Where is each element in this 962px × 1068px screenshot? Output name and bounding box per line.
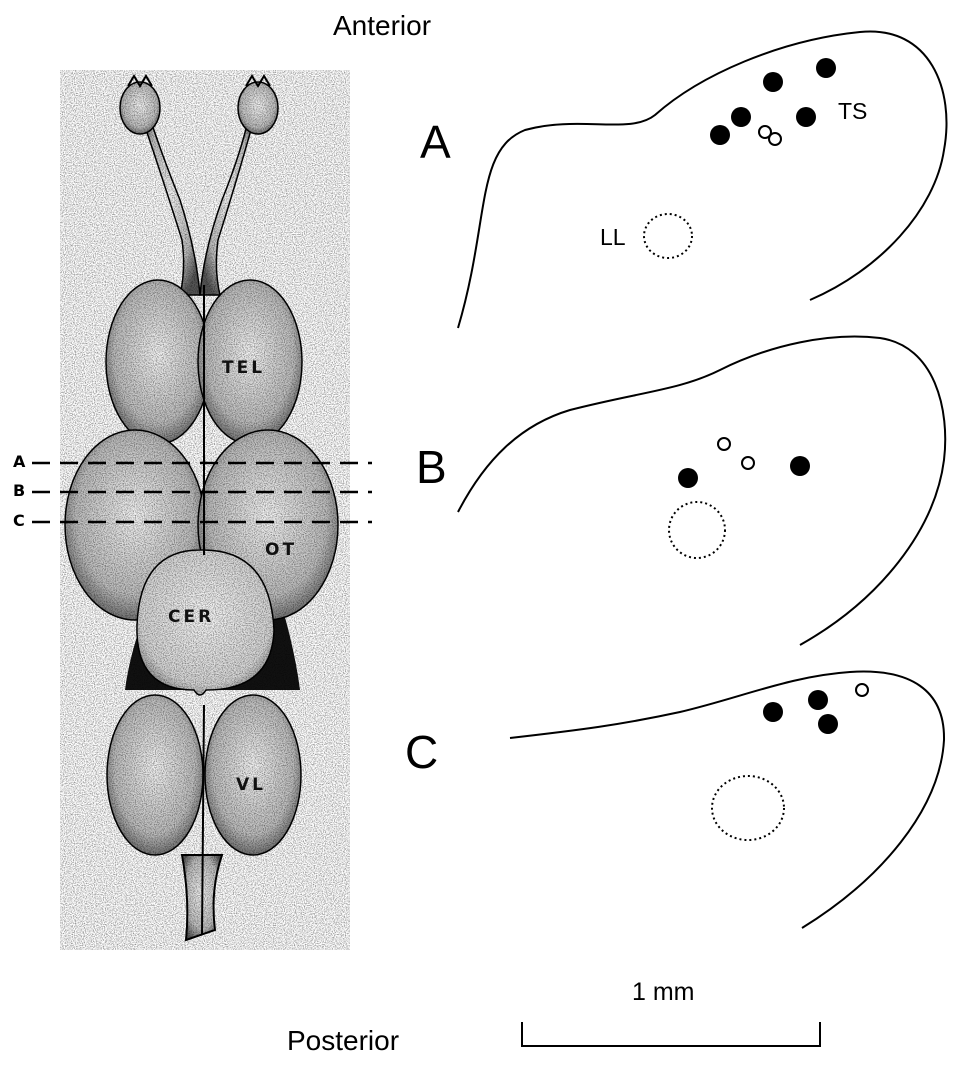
region-label-ts: TS	[838, 98, 867, 125]
section-b-markers	[678, 438, 810, 488]
section-line-label-a: A	[13, 452, 25, 471]
scale-bar-line	[522, 1022, 820, 1046]
filled-marker	[763, 702, 783, 722]
scale-bar-label: 1 mm	[632, 978, 695, 1007]
section-b	[458, 337, 945, 645]
section-c-markers	[763, 684, 868, 734]
section-c	[510, 672, 944, 928]
filled-marker	[763, 72, 783, 92]
section-line-label-c: C	[13, 511, 25, 530]
section-c-ll-region	[712, 776, 784, 840]
section-b-outline	[458, 337, 945, 645]
brain-stipple	[60, 70, 350, 950]
brain-drawing	[32, 70, 372, 950]
open-marker	[718, 438, 730, 450]
filled-marker	[710, 125, 730, 145]
region-label-vl: VL	[236, 775, 266, 795]
filled-marker	[818, 714, 838, 734]
section-a-markers	[710, 58, 836, 145]
panel-label-c: C	[405, 725, 438, 779]
region-label-cer: CER	[168, 607, 214, 627]
posterior-label: Posterior	[287, 1025, 399, 1057]
open-marker	[769, 133, 781, 145]
section-b-ll-region	[669, 502, 725, 558]
region-label-tel: TEL	[222, 358, 265, 378]
filled-marker	[816, 58, 836, 78]
section-a-outline	[458, 31, 946, 328]
anterior-label: Anterior	[333, 10, 431, 42]
section-c-outline	[510, 672, 944, 928]
open-marker	[742, 457, 754, 469]
filled-marker	[790, 456, 810, 476]
panel-label-a: A	[420, 115, 451, 169]
section-a	[458, 31, 946, 328]
region-label-ot: OT	[265, 540, 297, 560]
filled-marker	[796, 107, 816, 127]
scale-bar	[522, 1022, 820, 1046]
region-label-ll: LL	[600, 224, 626, 251]
open-marker	[856, 684, 868, 696]
panel-label-b: B	[416, 440, 447, 494]
filled-marker	[678, 468, 698, 488]
section-line-label-b: B	[13, 481, 25, 500]
filled-marker	[731, 107, 751, 127]
section-a-ll-region	[644, 214, 692, 258]
filled-marker	[808, 690, 828, 710]
